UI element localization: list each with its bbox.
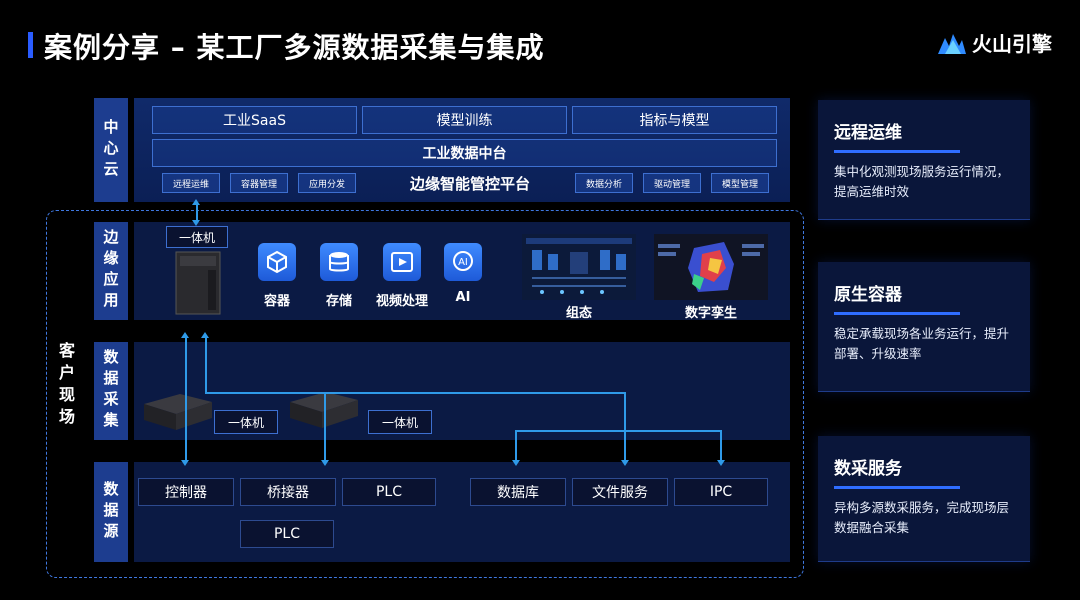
app-label-container: 容器 bbox=[263, 294, 290, 309]
source-plc: PLC bbox=[342, 478, 436, 506]
card-underline bbox=[834, 486, 960, 489]
app-label-video: 视频处理 bbox=[375, 294, 428, 309]
server-tower-icon bbox=[175, 251, 221, 315]
cloud-model-training: 模型训练 bbox=[362, 106, 567, 134]
source-ipc: IPC bbox=[674, 478, 768, 506]
source-controller: 控制器 bbox=[138, 478, 234, 506]
site-label: 客户现场 bbox=[58, 341, 75, 426]
connector-line bbox=[720, 430, 722, 464]
connector-line bbox=[515, 430, 517, 464]
card-underline bbox=[834, 150, 960, 153]
feature-card-native-container: 原生容器 稳定承载现场各业务运行，提升部署、升级速率 bbox=[818, 262, 1030, 392]
site-frame bbox=[46, 210, 804, 578]
app-label-ai: AI bbox=[455, 290, 471, 305]
card-desc: 集中化观测现场服务运行情况，提高运维时效 bbox=[834, 164, 1010, 199]
scada-screen-image bbox=[522, 234, 636, 300]
page-title: 案例分享 – 某工厂多源数据采集与集成 bbox=[44, 31, 545, 64]
source-database: 数据库 bbox=[470, 478, 566, 506]
volcano-icon bbox=[938, 33, 966, 54]
connector-line bbox=[624, 392, 626, 464]
cloud-model-mgmt: 模型管理 bbox=[711, 173, 769, 193]
connector-line bbox=[324, 392, 326, 464]
layer-label-source: 数据源 bbox=[94, 462, 128, 562]
source-bridge: 桥接器 bbox=[240, 478, 336, 506]
cloud-saas: 工业SaaS bbox=[152, 106, 357, 134]
collect-machine-label-1: 一体机 bbox=[214, 410, 278, 434]
card-underline bbox=[834, 312, 960, 315]
brand-name: 火山引擎 bbox=[972, 32, 1052, 56]
cloud-container-mgmt: 容器管理 bbox=[230, 173, 288, 193]
connector-line bbox=[196, 202, 198, 222]
video-icon bbox=[383, 243, 421, 281]
edge-server-label: 一体机 bbox=[166, 226, 228, 248]
cloud-app-dist: 应用分发 bbox=[298, 173, 356, 193]
card-title: 远程运维 bbox=[834, 123, 902, 143]
collect-machine-label-2: 一体机 bbox=[368, 410, 432, 434]
connector-line bbox=[205, 335, 207, 393]
source-file-service: 文件服务 bbox=[572, 478, 668, 506]
layer-label-cloud: 中心云 bbox=[94, 98, 128, 202]
connector-line bbox=[205, 392, 625, 394]
svg-text:AI: AI bbox=[458, 257, 468, 268]
brand-logo: 火山引擎 bbox=[938, 28, 1052, 57]
container-icon bbox=[258, 243, 296, 281]
source-plc-2: PLC bbox=[240, 520, 334, 548]
cloud-driver-mgmt: 驱动管理 bbox=[643, 173, 701, 193]
feature-card-remote-ops: 远程运维 集中化观测现场服务运行情况，提高运维时效 bbox=[818, 100, 1030, 220]
cloud-data-platform: 工业数据中台 bbox=[152, 139, 777, 167]
card-title: 原生容器 bbox=[834, 285, 902, 305]
cloud-metrics-model: 指标与模型 bbox=[572, 106, 777, 134]
cloud-data-analysis: 数据分析 bbox=[575, 173, 633, 193]
cloud-edge-platform: 边缘智能管控平台 bbox=[409, 174, 530, 193]
feature-card-data-collection: 数采服务 异构多源数采服务，完成现场层数据融合采集 bbox=[818, 436, 1030, 562]
ai-icon: AI bbox=[444, 243, 482, 281]
card-desc: 稳定承载现场各业务运行，提升部署、升级速率 bbox=[834, 326, 1010, 361]
screen-label-twin: 数字孪生 bbox=[684, 306, 737, 321]
app-label-storage: 存储 bbox=[325, 294, 352, 309]
digital-twin-image bbox=[654, 234, 768, 300]
layer-label-edge: 边缘应用 bbox=[94, 222, 128, 320]
cloud-remote-ops: 远程运维 bbox=[162, 173, 220, 193]
connector-line bbox=[515, 430, 721, 432]
storage-icon bbox=[320, 243, 358, 281]
screen-label-scada: 组态 bbox=[565, 306, 592, 321]
title-accent-bar bbox=[28, 32, 33, 58]
connector-line bbox=[185, 335, 187, 463]
card-title: 数采服务 bbox=[834, 459, 902, 479]
layer-label-collect: 数据采集 bbox=[94, 342, 128, 440]
card-desc: 异构多源数采服务，完成现场层数据融合采集 bbox=[834, 500, 1010, 535]
